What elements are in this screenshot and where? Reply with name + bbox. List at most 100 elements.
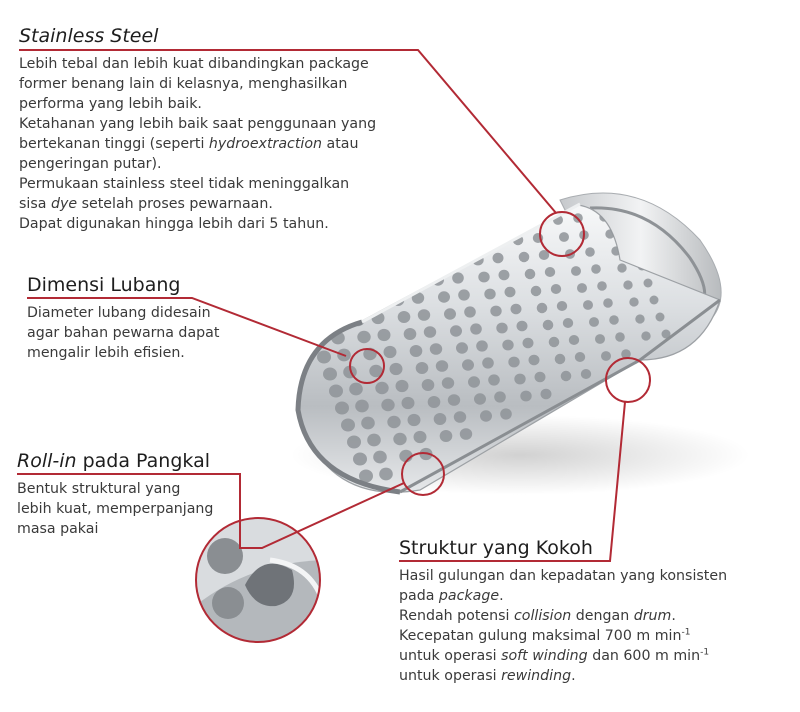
callout-title: Dimensi Lubang	[27, 274, 181, 296]
perforation-hole	[357, 330, 371, 344]
perforation-hole	[429, 343, 443, 355]
description-line: Diameter lubang didesain	[27, 305, 211, 321]
perforation-hole	[524, 268, 536, 280]
text-segment: Kecepatan gulung maksimal 700 m min	[399, 628, 682, 644]
perforation-hole	[341, 418, 355, 432]
perforation-hole	[347, 435, 361, 449]
text-segment: sisa	[19, 196, 51, 212]
cylinder-top-edge	[361, 202, 581, 324]
perforation-hole	[641, 331, 651, 341]
perforation-hole	[536, 302, 548, 314]
perforation-hole	[488, 374, 500, 386]
description-line: former benang lain di kelasnya, menghasi…	[19, 76, 348, 92]
text-segment: bertekanan tinggi (seperti	[19, 136, 209, 152]
text-segment: untuk operasi	[399, 648, 502, 664]
perforation-hole	[538, 250, 550, 260]
perforation-hole	[369, 364, 383, 378]
text-segment: Rendah potensi	[399, 608, 514, 624]
perforation-hole	[540, 388, 552, 400]
perforation-hole	[528, 354, 540, 366]
perforation-hole	[494, 391, 506, 403]
leader-lines	[17, 49, 626, 562]
perforation-hole	[617, 263, 627, 273]
leader-struktur	[399, 401, 626, 562]
perforation-hole	[439, 430, 453, 442]
italic-term: rewinding	[501, 668, 572, 684]
leader-stainless	[19, 49, 557, 214]
perforation-hole	[373, 450, 387, 464]
perforation-hole	[496, 322, 508, 334]
perforation-hole	[550, 284, 562, 294]
perforation-hole	[387, 415, 401, 429]
perforation-hole	[520, 390, 532, 402]
perforation-hole	[355, 399, 369, 413]
description-line: bertekanan tinggi (seperti hydroextracti…	[19, 134, 376, 154]
perforation-hole	[490, 305, 502, 317]
perforation-hole	[415, 362, 429, 374]
perforation-hole	[453, 411, 467, 423]
perforation-hole	[492, 252, 504, 264]
cylinder-bottom-edge	[399, 298, 721, 494]
perforation-hole	[597, 281, 607, 291]
description-line: Dapat digunakan hingga lebih dari 5 tahu…	[19, 216, 329, 232]
perforation-hole	[516, 320, 528, 332]
italic-term: package	[438, 588, 500, 604]
text-segment: atau	[322, 136, 359, 152]
text-segment: pada	[399, 588, 439, 604]
italic-term: drum	[633, 608, 672, 624]
perforation-hole	[459, 428, 473, 440]
perforation-hole	[353, 452, 367, 466]
perforation-hole	[556, 301, 568, 311]
perforation-hole	[359, 469, 373, 483]
perforation-hole	[433, 413, 447, 425]
description-line: untuk operasi rewinding.	[399, 666, 727, 686]
description-line: Ketahanan yang lebih baik saat penggunaa…	[19, 116, 377, 132]
perforation-hole	[393, 432, 407, 446]
callout-title: Stainless Steel	[19, 25, 159, 47]
perforation-hole	[470, 323, 482, 335]
perforation-hole	[435, 360, 449, 372]
perforation-hole	[661, 329, 671, 339]
perforation-hole	[407, 413, 421, 427]
leader-dimensi	[27, 297, 347, 357]
perforation-hole	[389, 362, 403, 376]
perforation-hole	[643, 278, 653, 288]
perforation-hole	[482, 357, 494, 369]
perforation-hole	[367, 433, 381, 447]
perforation-hole	[427, 396, 441, 408]
leader-rollin	[17, 473, 405, 549]
perforation-hole	[476, 340, 488, 352]
text-segment: .	[571, 668, 576, 684]
unit-exponent: -1	[681, 627, 691, 638]
text-segment: dan 600 m min	[587, 648, 701, 664]
perforation-hole	[544, 267, 556, 277]
description-line: pengeringan putar).	[19, 156, 162, 172]
perforation-hole	[562, 318, 574, 328]
description-line: Hasil gulungan dan kepadatan yang konsis…	[399, 568, 728, 584]
perforation-hole	[589, 317, 599, 327]
perforation-hole	[500, 408, 512, 420]
callout-title: Struktur yang Kokoh	[399, 537, 593, 559]
callout-description: Hasil gulungan dan kepadatan yang konsis…	[399, 566, 727, 686]
perforation-hole	[383, 345, 397, 359]
cylinder-far-rim	[589, 206, 707, 301]
perforation-hole	[444, 308, 456, 320]
perforation-hole	[403, 328, 417, 340]
callout-struktur-kokoh: Struktur yang Kokoh Hasil gulungan dan k…	[399, 536, 727, 686]
perforation-hole	[591, 264, 601, 274]
description-line: mengalir lebih efisien.	[27, 345, 185, 361]
perforation-hole	[329, 384, 343, 398]
text-segment: untuk operasi	[399, 668, 502, 684]
perforation-hole	[395, 379, 409, 393]
perforation-hole	[375, 381, 389, 395]
perforation-hole	[450, 325, 462, 337]
marker-stainless	[539, 211, 585, 257]
callout-stainless-steel: Stainless Steel Lebih tebal dan lebih ku…	[19, 24, 376, 234]
description-line: untuk operasi soft winding dan 600 m min…	[399, 646, 727, 666]
marker-dimensi	[349, 348, 385, 384]
perforation-hole	[464, 306, 476, 318]
callout-title: Roll-in pada Pangkal	[17, 450, 210, 472]
